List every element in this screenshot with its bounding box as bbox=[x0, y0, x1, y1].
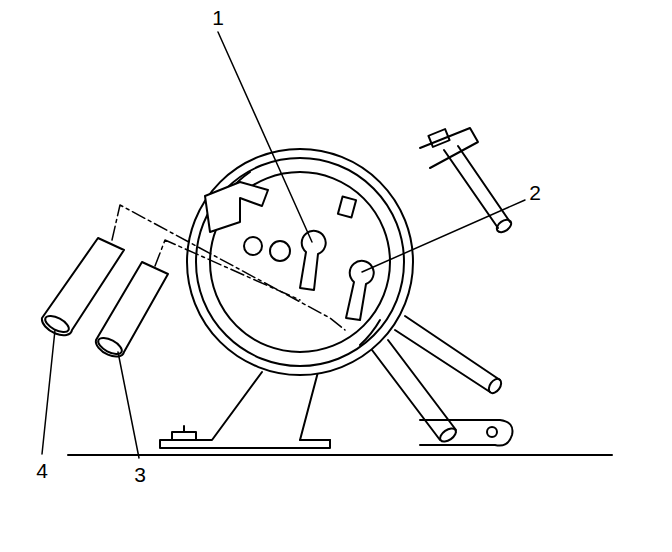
housing bbox=[187, 149, 413, 375]
ground-line bbox=[68, 454, 612, 456]
callout-number: 1 bbox=[210, 6, 226, 29]
callout-number: 3 bbox=[132, 463, 148, 486]
face-details bbox=[205, 182, 356, 261]
harness-connectors bbox=[42, 238, 168, 357]
leader-lines bbox=[42, 32, 525, 458]
terminal-pins bbox=[300, 231, 374, 320]
callout-number: 2 bbox=[527, 181, 543, 204]
tubes bbox=[372, 316, 513, 446]
mounting-bracket bbox=[160, 128, 513, 448]
callout-number: 4 bbox=[34, 459, 50, 482]
phantom-lines bbox=[112, 205, 345, 330]
